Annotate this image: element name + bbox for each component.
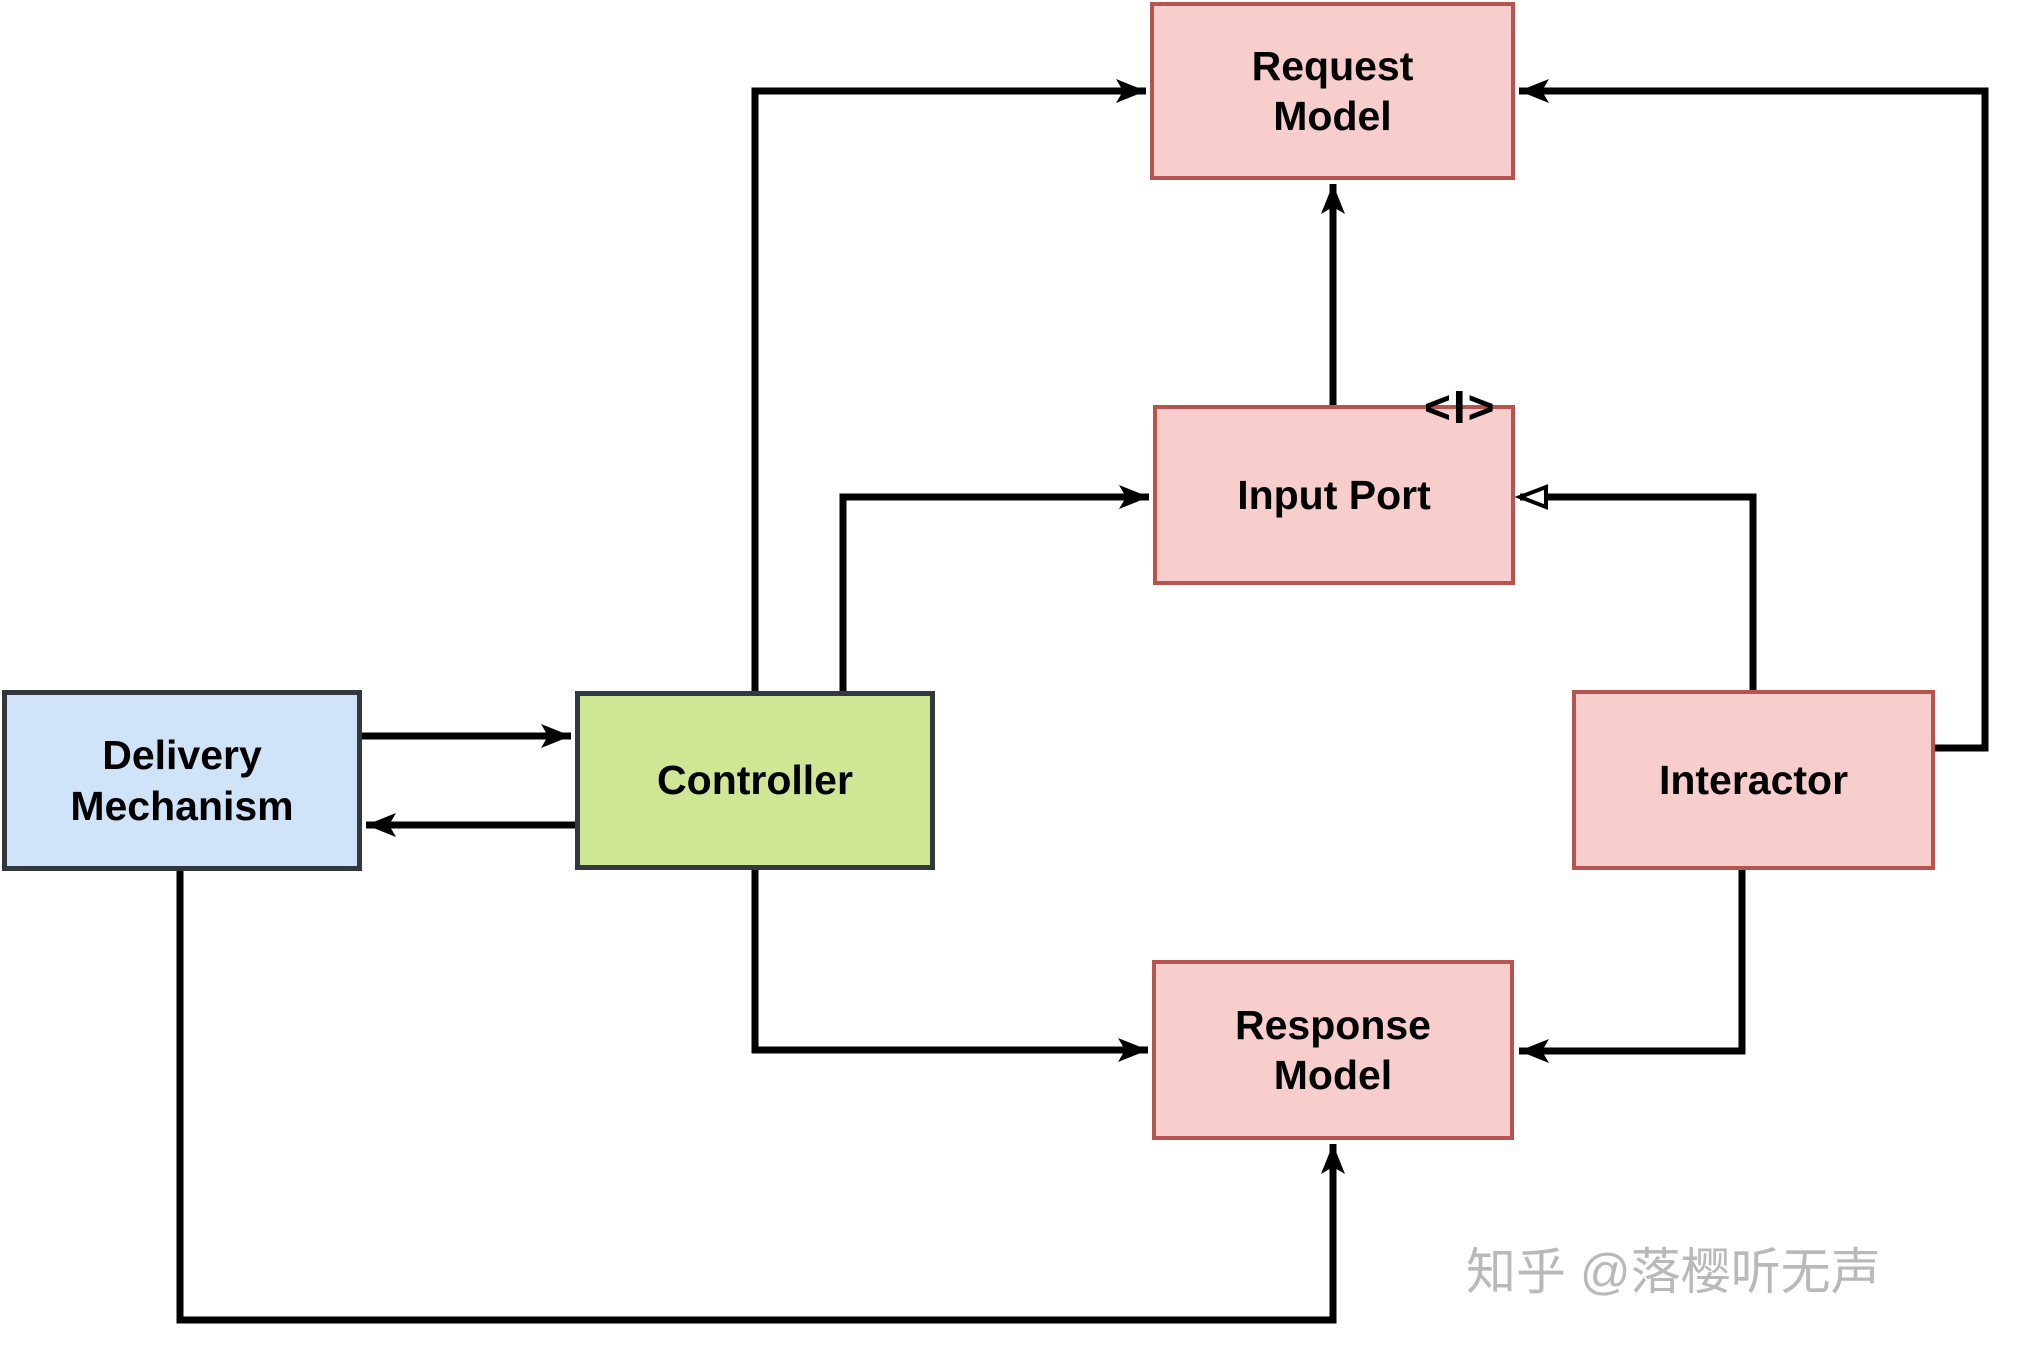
node-response-model-label: Response Model — [1235, 1001, 1431, 1098]
node-interactor-label: Interactor — [1658, 756, 1849, 803]
node-input-port-label: Input Port — [1237, 471, 1431, 518]
edge-interactor-to-input-port — [1514, 484, 1757, 690]
node-controller-label: Controller — [657, 757, 853, 804]
interface-stereotype-marker: <I> — [1424, 381, 1497, 433]
edge-controller-to-response-model — [751, 870, 1148, 1062]
edge-interactor-to-response-model — [1519, 870, 1746, 1063]
node-delivery-mechanism: Delivery Mechanism — [2, 690, 362, 871]
edge-interactor-to-request-model — [1519, 79, 1989, 752]
node-response-model: Response Model — [1152, 960, 1514, 1140]
node-input-port: Input Port — [1153, 405, 1515, 585]
node-request-model: Request Model — [1150, 2, 1515, 180]
watermark-text: 知乎 @落樱听无声 — [1466, 1244, 1881, 1300]
node-interactor: Interactor — [1572, 690, 1935, 870]
edge-delivery-mechanism-to-response-model — [176, 871, 1345, 1324]
node-controller: Controller — [575, 691, 935, 870]
edge-controller-to-input-port — [839, 485, 1149, 691]
edge-controller-to-request-model — [751, 79, 1146, 691]
node-request-model-label: Request Model — [1251, 42, 1414, 139]
node-delivery-mechanism-label: Delivery Mechanism — [70, 732, 294, 829]
